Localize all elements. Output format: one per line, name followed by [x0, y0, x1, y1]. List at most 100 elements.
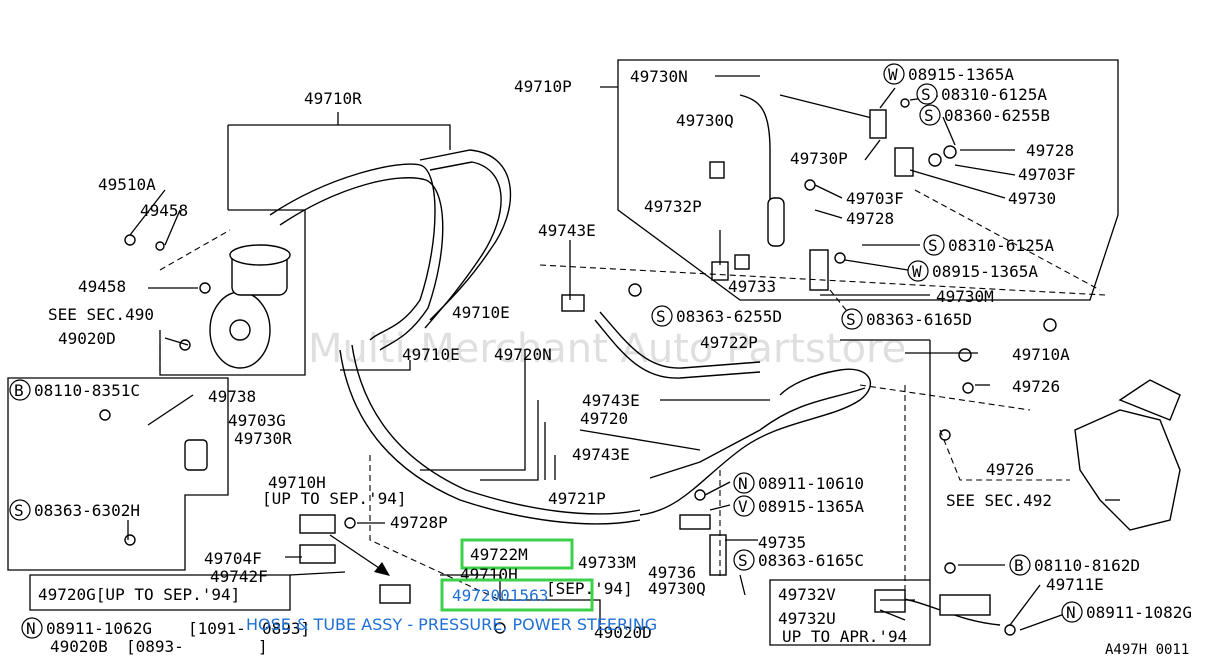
label-49730N: 49730N	[630, 67, 688, 86]
highlight-49722M[interactable]	[460, 538, 574, 570]
marker-w2	[907, 260, 929, 282]
box-49732	[769, 579, 931, 646]
label-49728a: 49728	[1026, 141, 1074, 160]
watermark: Multi-Merchant Auto Partstore	[308, 326, 906, 372]
label-49733: 49733	[728, 277, 776, 296]
marker-n1	[733, 472, 755, 494]
label-49711E: 49711E	[1046, 575, 1104, 594]
label-49735: 49735	[758, 533, 806, 552]
marker-w1-letter: W	[888, 65, 898, 84]
label-49721P: 49721P	[548, 489, 606, 508]
label-n2: 08911-1082G	[1086, 603, 1192, 622]
label-range-0893: 0893]	[262, 619, 310, 638]
label-s5: 08363-6165D	[866, 310, 972, 329]
label-49730Q: 49730Q	[676, 111, 734, 130]
marker-s1	[916, 83, 938, 105]
label-s3: 08310-6125A	[948, 236, 1054, 255]
label-49738: 49738	[208, 387, 256, 406]
frame-center	[440, 574, 601, 625]
label-49458a: 49458	[140, 201, 188, 220]
label-see-492: SEE SEC.492	[946, 491, 1052, 510]
label-49710H: 49710H	[268, 473, 326, 492]
label-49710P: 49710P	[514, 77, 572, 96]
labels: 49710R 49710P 49730N W 08915-1365A S 083…	[9, 63, 1192, 658]
diagram-ref: A497H 0011	[1105, 642, 1189, 658]
label-49703G: 49703G	[228, 411, 286, 430]
label-49728P: 49728P	[390, 513, 448, 532]
pump-assembly	[209, 244, 291, 369]
label-49726a: 49726	[1012, 377, 1060, 396]
label-v1: 08915-1365A	[758, 497, 864, 516]
label-49743Ea: 49743E	[538, 221, 596, 240]
label-49020B: 49020B	[50, 637, 108, 656]
label-49733M: 49733M	[578, 553, 636, 572]
marker-n3	[21, 617, 43, 639]
label-range-0893b: [0893-	[126, 637, 184, 656]
leaders	[127, 75, 1120, 631]
label-49726b: 49726	[986, 460, 1034, 479]
label-49728b: 49728	[846, 209, 894, 228]
marker-w1	[883, 63, 905, 85]
label-49730R: 49730R	[234, 429, 292, 448]
arrow-head	[374, 562, 390, 576]
label-49458b: 49458	[78, 277, 126, 296]
label-upto-sep94a: [UP TO SEP.'94]	[262, 489, 407, 508]
part-caption: HOSE & TUBE ASSY - PRESSURE, POWER STEER…	[246, 615, 657, 634]
label-49742F: 49742F	[210, 567, 268, 586]
label-s4: 08363-6255D	[676, 307, 782, 326]
label-49720N: 49720N	[494, 345, 552, 364]
marker-s4	[651, 305, 673, 327]
label-upto-apr94: UP TO APR.'94	[782, 627, 907, 646]
label-n1: 08911-10610	[758, 474, 864, 493]
marker-v1-letter: V	[738, 497, 748, 516]
arrow	[329, 534, 386, 573]
marker-s3	[923, 234, 945, 256]
label-49020D2: 49020D	[594, 623, 652, 642]
marker-b2-letter: B	[1014, 556, 1024, 575]
marker-s2-letter: S	[924, 106, 934, 125]
label-sep94: [SEP.'94]	[546, 579, 633, 598]
label-49722M[interactable]: 49722M	[470, 545, 528, 564]
label-s6: 08363-6302H	[34, 501, 140, 520]
frame-right	[840, 339, 931, 580]
label-49743Ec: 49743E	[572, 445, 630, 464]
label-49722P: 49722P	[700, 333, 758, 352]
label-49736: 49736	[648, 563, 696, 582]
label-49020D: 49020D	[58, 329, 116, 348]
marker-w2-letter: W	[912, 262, 922, 281]
box-left	[7, 377, 229, 571]
label-49720G: 49720G[UP TO SEP.'94]	[38, 585, 240, 604]
marker-s5	[841, 308, 863, 330]
marker-b2	[1009, 554, 1031, 576]
label-49703Fa: 49703F	[1018, 165, 1076, 184]
label-49703Fb: 49703F	[846, 189, 904, 208]
label-49720: 49720	[580, 409, 628, 428]
marker-b1	[9, 379, 31, 401]
marker-s3-letter: S	[928, 236, 938, 255]
label-b2: 08110-8162D	[1034, 556, 1140, 575]
label-49710Eb: 49710E	[402, 345, 460, 364]
label-s7: 08363-6165C	[758, 551, 864, 570]
marker-v1	[733, 495, 755, 517]
highlight-4972001563[interactable]	[440, 578, 594, 612]
label-49710Ea: 49710E	[452, 303, 510, 322]
box-49710P	[600, 59, 1119, 301]
marker-b1-letter: B	[14, 381, 24, 400]
label-4972001563[interactable]: 4972001563	[452, 586, 548, 605]
marker-s6-letter: S	[14, 501, 24, 520]
label-range-bracket: ]	[258, 637, 268, 656]
label-49732U: 49732U	[778, 609, 836, 628]
marker-s4-letter: S	[656, 307, 666, 326]
box-49720G	[29, 574, 291, 611]
label-w1: 08915-1365A	[908, 65, 1014, 84]
label-n3: 08911-1062G	[46, 619, 152, 638]
label-49730Q2: 49730Q	[648, 579, 706, 598]
label-49710A: 49710A	[1012, 345, 1070, 364]
marker-s1-letter: S	[921, 85, 931, 104]
label-49730P: 49730P	[790, 149, 848, 168]
label-see-490: SEE SEC.490	[48, 305, 154, 324]
label-49710R: 49710R	[304, 89, 362, 108]
label-49732P: 49732P	[644, 197, 702, 216]
marker-s7-letter: S	[738, 551, 748, 570]
